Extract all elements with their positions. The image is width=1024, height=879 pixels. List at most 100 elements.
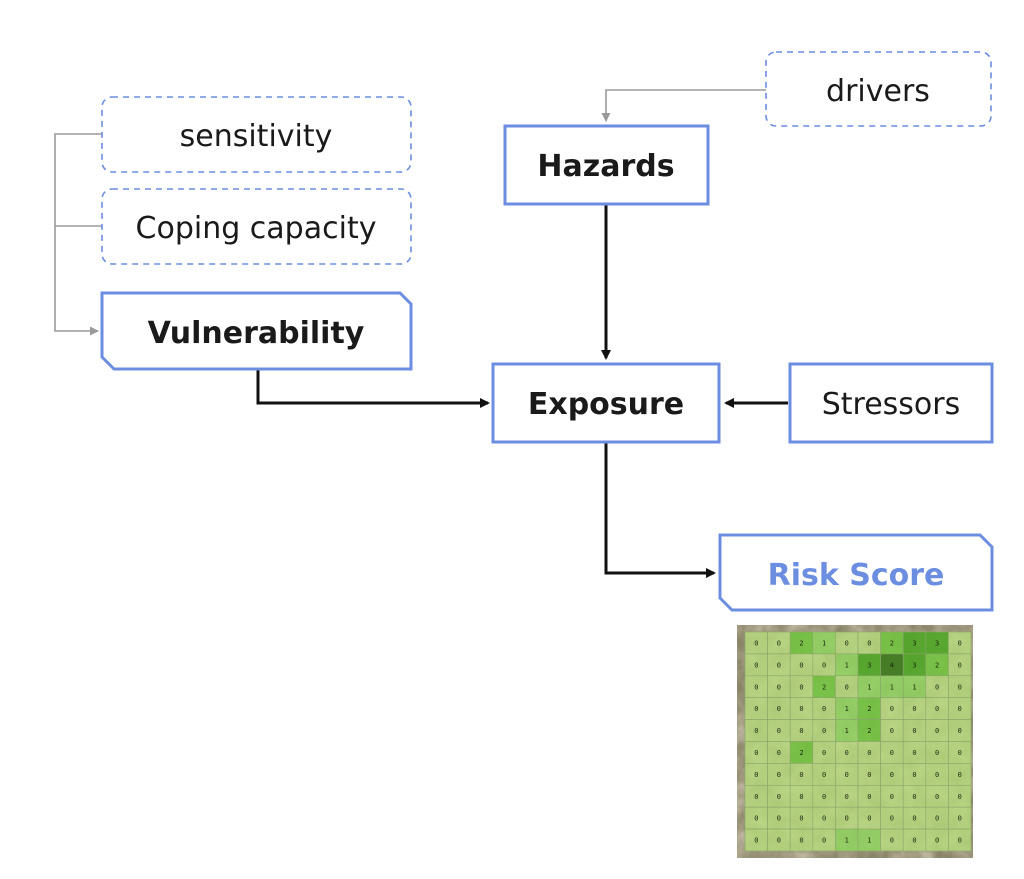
grid-cell-value: 0 bbox=[890, 837, 894, 845]
node-drivers: drivers bbox=[765, 51, 992, 127]
grid-cell-value: 0 bbox=[845, 793, 849, 801]
grid-cell-value: 0 bbox=[799, 661, 803, 669]
grid-cell-value: 0 bbox=[777, 771, 781, 779]
grid-cell-value: 0 bbox=[912, 793, 916, 801]
grid-cell-value: 0 bbox=[935, 793, 939, 801]
node-sensitivity: sensitivity bbox=[101, 96, 412, 173]
grid-cell-value: 0 bbox=[822, 661, 826, 669]
grid-cell-value: 0 bbox=[935, 705, 939, 713]
stressors-label: Stressors bbox=[822, 387, 961, 422]
grid-cell-value: 0 bbox=[799, 727, 803, 735]
grid-cell-value: 0 bbox=[912, 749, 916, 757]
grid-cell-value: 1 bbox=[912, 683, 916, 691]
grid-cell-value: 3 bbox=[912, 640, 916, 648]
grid-cell-value: 0 bbox=[822, 837, 826, 845]
grid-cell-value: 0 bbox=[822, 749, 826, 757]
grid-cell-value: 0 bbox=[777, 727, 781, 735]
grid-cell-value: 0 bbox=[799, 771, 803, 779]
drivers-label: drivers bbox=[826, 74, 930, 109]
grid-cell-value: 2 bbox=[867, 727, 871, 735]
grid-cell-value: 0 bbox=[822, 771, 826, 779]
grid-cell-value: 3 bbox=[935, 640, 939, 648]
node-exposure: Exposure bbox=[491, 362, 721, 444]
grid-cell-value: 0 bbox=[777, 793, 781, 801]
grid-cell-value: 0 bbox=[799, 837, 803, 845]
grid-cell-value: 0 bbox=[754, 749, 758, 757]
node-coping-capacity: Coping capacity bbox=[101, 188, 412, 265]
node-stressors: Stressors bbox=[788, 362, 994, 444]
grid-cell-value: 0 bbox=[867, 793, 871, 801]
grid-cell-value: 1 bbox=[890, 683, 894, 691]
grid-cell-value: 0 bbox=[935, 749, 939, 757]
grid-cell-value: 0 bbox=[890, 793, 894, 801]
grid-cell-value: 1 bbox=[867, 683, 871, 691]
grid-cell-value: 2 bbox=[935, 661, 939, 669]
grid-cell-value: 0 bbox=[958, 683, 962, 691]
grid-cell-value: 2 bbox=[799, 749, 803, 757]
grid-cell-value: 1 bbox=[822, 640, 826, 648]
grid-cell-value: 0 bbox=[822, 815, 826, 823]
grid-cell-value: 0 bbox=[754, 793, 758, 801]
grid-cell-value: 0 bbox=[845, 683, 849, 691]
coping-capacity-label: Coping capacity bbox=[136, 211, 377, 246]
grid-cell-value: 0 bbox=[958, 640, 962, 648]
grid-cell-value: 0 bbox=[754, 661, 758, 669]
grid-cell-value: 0 bbox=[822, 793, 826, 801]
grid-cell-value: 0 bbox=[935, 771, 939, 779]
grid-cell-value: 0 bbox=[754, 705, 758, 713]
vulnerability-label: Vulnerability bbox=[148, 316, 365, 351]
grid-cell bbox=[948, 828, 972, 852]
hazards-label: Hazards bbox=[537, 149, 674, 184]
grid-cell-value: 0 bbox=[958, 749, 962, 757]
sensitivity-label: sensitivity bbox=[180, 119, 333, 154]
grid-cell-value: 0 bbox=[777, 749, 781, 757]
grid-cell-value: 0 bbox=[777, 683, 781, 691]
connector-drivers-to-hazards bbox=[601, 89, 766, 122]
grid-cell-value: 0 bbox=[890, 815, 894, 823]
grid-cell-value: 0 bbox=[935, 727, 939, 735]
grid-cell-value: 2 bbox=[890, 640, 894, 648]
grid-cell-value: 0 bbox=[799, 793, 803, 801]
grid-cell-value: 0 bbox=[845, 771, 849, 779]
grid-cell-value: 0 bbox=[845, 815, 849, 823]
grid-cell-value: 0 bbox=[912, 815, 916, 823]
grid-cell-value: 0 bbox=[845, 640, 849, 648]
grid-cell-value: 0 bbox=[799, 815, 803, 823]
grid-cell-value: 0 bbox=[958, 771, 962, 779]
grid-cell-value: 0 bbox=[867, 771, 871, 779]
grid-cell-value: 0 bbox=[754, 727, 758, 735]
grid-cell-value: 0 bbox=[912, 727, 916, 735]
grid-cell-value: 0 bbox=[754, 640, 758, 648]
grid-cell-value: 0 bbox=[958, 705, 962, 713]
grid-cell-value: 0 bbox=[958, 727, 962, 735]
grid-cell-value: 0 bbox=[890, 749, 894, 757]
grid-cell-value: 1 bbox=[845, 705, 849, 713]
grid-cell-value: 0 bbox=[777, 661, 781, 669]
grid-cell-value: 0 bbox=[777, 705, 781, 713]
grid-cell-value: 0 bbox=[867, 640, 871, 648]
grid-cell-value: 0 bbox=[935, 815, 939, 823]
grid-cell-value: 1 bbox=[845, 837, 849, 845]
grid-cell-value: 0 bbox=[754, 771, 758, 779]
grid-cell-value: 0 bbox=[799, 683, 803, 691]
grid-cell-value: 0 bbox=[754, 815, 758, 823]
grid-cell-value: 0 bbox=[754, 683, 758, 691]
grid-cell-value: 0 bbox=[958, 793, 962, 801]
grid-cell-value: 1 bbox=[867, 837, 871, 845]
grid-cell-value: 0 bbox=[822, 705, 826, 713]
grid-cell-value: 1 bbox=[845, 727, 849, 735]
grid-cell-value: 0 bbox=[912, 705, 916, 713]
connector-sensitivity-to-vulnerability bbox=[54, 133, 102, 336]
grid-cell-value: 0 bbox=[845, 749, 849, 757]
node-risk-score: Risk Score bbox=[718, 533, 994, 612]
grid-cell-value: 2 bbox=[867, 705, 871, 713]
grid-cell-value: 4 bbox=[890, 661, 894, 669]
grid-cell-value: 0 bbox=[890, 771, 894, 779]
grid-cell-value: 0 bbox=[890, 727, 894, 735]
grid-cell-value: 0 bbox=[935, 837, 939, 845]
grid-cell-value: 3 bbox=[867, 661, 871, 669]
grid-cell-value: 0 bbox=[958, 815, 962, 823]
grid-cell-value: 2 bbox=[822, 683, 826, 691]
